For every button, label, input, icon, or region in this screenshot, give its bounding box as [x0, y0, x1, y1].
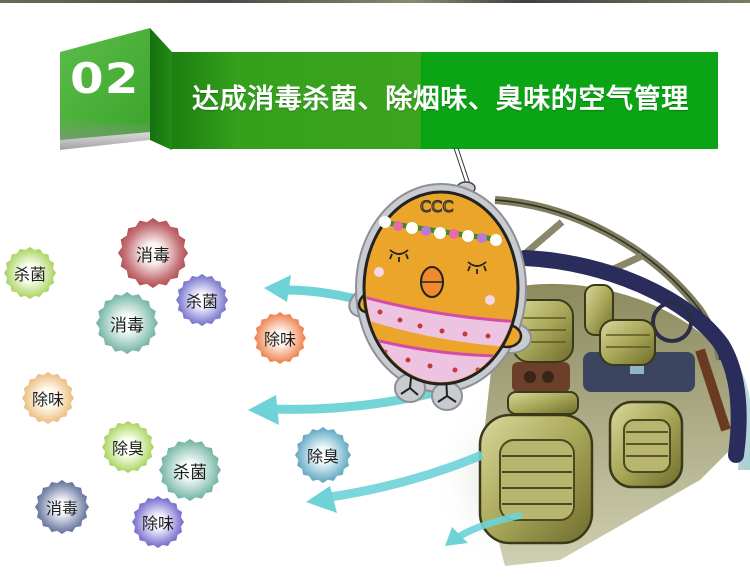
bubble-deodorize: 除味 — [132, 496, 184, 548]
arrow-2-head — [248, 395, 279, 425]
window-pillar — [524, 219, 565, 255]
section-number: 02 — [70, 54, 140, 103]
bubble-label: 杀菌 — [185, 292, 218, 311]
mascot-text: CCC — [420, 197, 454, 216]
steering-wheel — [651, 301, 693, 343]
bubble-label: 消毒 — [45, 499, 78, 518]
bubble-label: 除臭 — [111, 439, 144, 458]
bubble-sterilize: 杀菌 — [4, 247, 56, 299]
arrow-2 — [271, 385, 447, 414]
hanging-string — [453, 147, 471, 185]
bubble-label: 杀菌 — [173, 462, 207, 483]
header-banner — [60, 28, 718, 150]
bubble-deodorize: 除味 — [254, 312, 306, 364]
cheek — [374, 267, 384, 277]
banner-left-panel — [60, 28, 150, 140]
air-freshener-mascot: CCC — [348, 147, 532, 411]
bubble-label: 消毒 — [136, 245, 170, 266]
bubble-disinfect: 消毒 — [96, 292, 158, 354]
arrow-4-head — [445, 527, 468, 546]
front-seat-right — [608, 400, 684, 489]
arrow-4 — [458, 511, 523, 540]
banner-panel-shadow — [60, 118, 150, 150]
left-eye — [389, 249, 409, 262]
arrow-1-head — [264, 275, 291, 302]
banner-fold — [150, 28, 172, 150]
bubble-disinfect: 消毒 — [35, 480, 89, 534]
rear-seat-right — [584, 284, 656, 366]
bubble-deodorize: 除味 — [22, 372, 74, 424]
dashboard-navy — [517, 250, 747, 463]
bubble-label: 除味 — [263, 330, 296, 349]
section-title: 达成消毒杀菌、除烟味、臭味的空气管理 — [192, 84, 689, 115]
bubble-sterilize: 杀菌 — [176, 274, 228, 326]
flower-crown — [379, 216, 503, 246]
top-photo-strip — [0, 0, 750, 3]
right-eye — [467, 261, 487, 274]
airflow-arrows — [248, 238, 523, 546]
bubble-remove-odor: 除臭 — [295, 427, 351, 483]
bubble-label: 除臭 — [306, 447, 339, 466]
car-interior — [435, 196, 750, 570]
banner-main — [172, 52, 718, 149]
bubble-label: 杀菌 — [13, 265, 46, 284]
bubble-remove-odor: 除臭 — [102, 421, 154, 473]
pink-top-band — [366, 296, 516, 348]
front-seat-left — [478, 413, 594, 545]
arrow-1 — [285, 285, 362, 305]
bubble-sterilize: 杀菌 — [159, 439, 221, 501]
wood-console — [512, 362, 570, 392]
cheek — [485, 295, 495, 305]
arrow-3-head — [306, 486, 337, 513]
bubble-disinfect: 消毒 — [118, 218, 188, 288]
arrow-3 — [329, 450, 484, 502]
bubble-label: 除味 — [141, 514, 174, 533]
bubble-label: 消毒 — [110, 315, 144, 336]
bubble-label: 除味 — [31, 390, 64, 409]
